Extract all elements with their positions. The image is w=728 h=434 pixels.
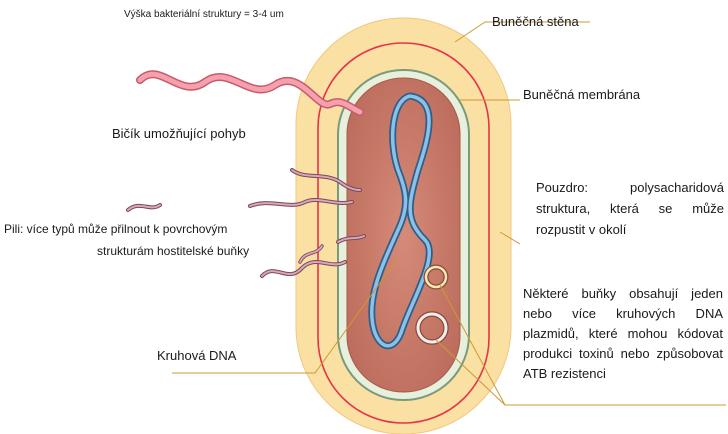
label-flagellum: Bičík umožňující pohyb <box>112 124 246 144</box>
label-capsule: Pouzdro: polysacharidová struktura, kter… <box>536 177 724 240</box>
label-plasmids: Některé buňky obsahují jeden nebo více k… <box>523 284 723 384</box>
label-pili-line2: strukturám hostitelské buňky <box>97 241 249 261</box>
diagram-title: Výška bakteriální struktury = 3-4 um <box>124 8 284 22</box>
label-circular-dna: Kruhová DNA <box>157 346 236 366</box>
label-pili-line1: Pili: více typů může přilnout k povrchov… <box>4 219 227 239</box>
label-cell-membrane: Buněčná membrána <box>523 85 640 105</box>
label-cell-wall: Buněčná stěna <box>492 12 579 32</box>
